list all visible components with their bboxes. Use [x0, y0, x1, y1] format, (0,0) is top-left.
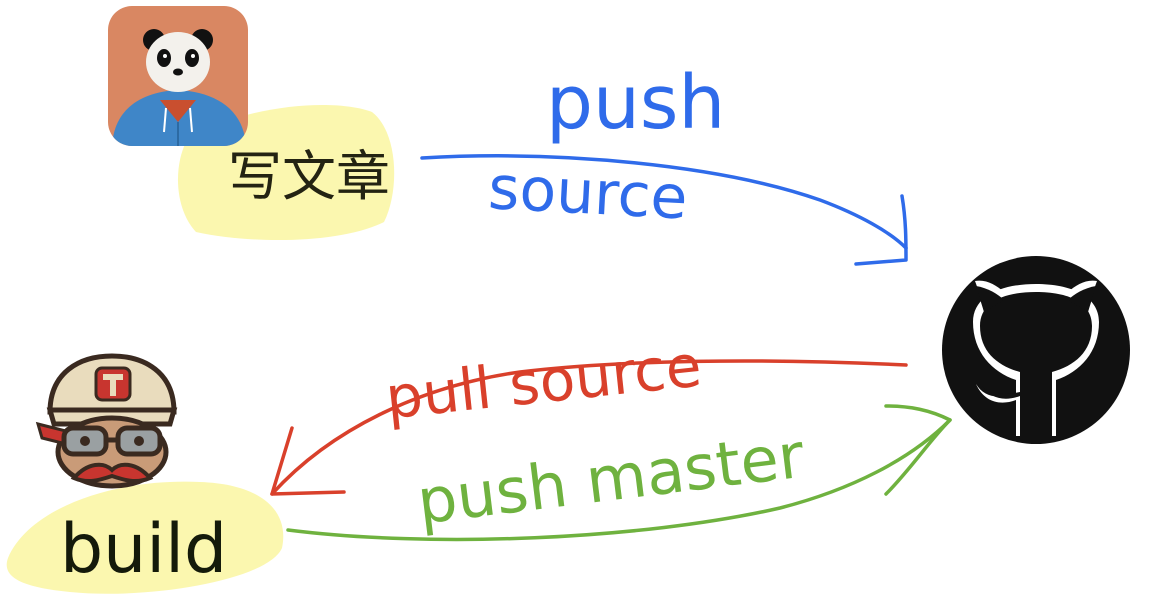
writer-label: 写文章 [228, 145, 390, 208]
arrow-pull-source-head [270, 426, 346, 496]
arrow-push-source-label-top: push [546, 60, 725, 146]
arrow-pull-source-label: pull source [382, 332, 704, 433]
github-octocat-icon [942, 256, 1130, 444]
writer-node: 写文章 [108, 6, 395, 241]
arrow-push-source-head [854, 194, 908, 266]
arrow-push-master: push master [286, 404, 952, 542]
arrow-push-master-label: push master [413, 419, 808, 539]
arrow-push-source-label-bottom: source [487, 153, 690, 233]
arrow-pull-source-line [270, 359, 908, 496]
arrow-push-source-line [420, 154, 908, 250]
arrow-push-source: push source [420, 60, 908, 266]
arrow-push-master-head [884, 404, 952, 496]
builder-label: build [60, 510, 227, 589]
builder-highlight [6, 481, 284, 594]
builder-node: build [6, 353, 284, 594]
arrow-push-master-line [286, 418, 952, 542]
travis-ci-mascot-icon [35, 353, 178, 489]
panda-avatar-icon [108, 6, 248, 146]
